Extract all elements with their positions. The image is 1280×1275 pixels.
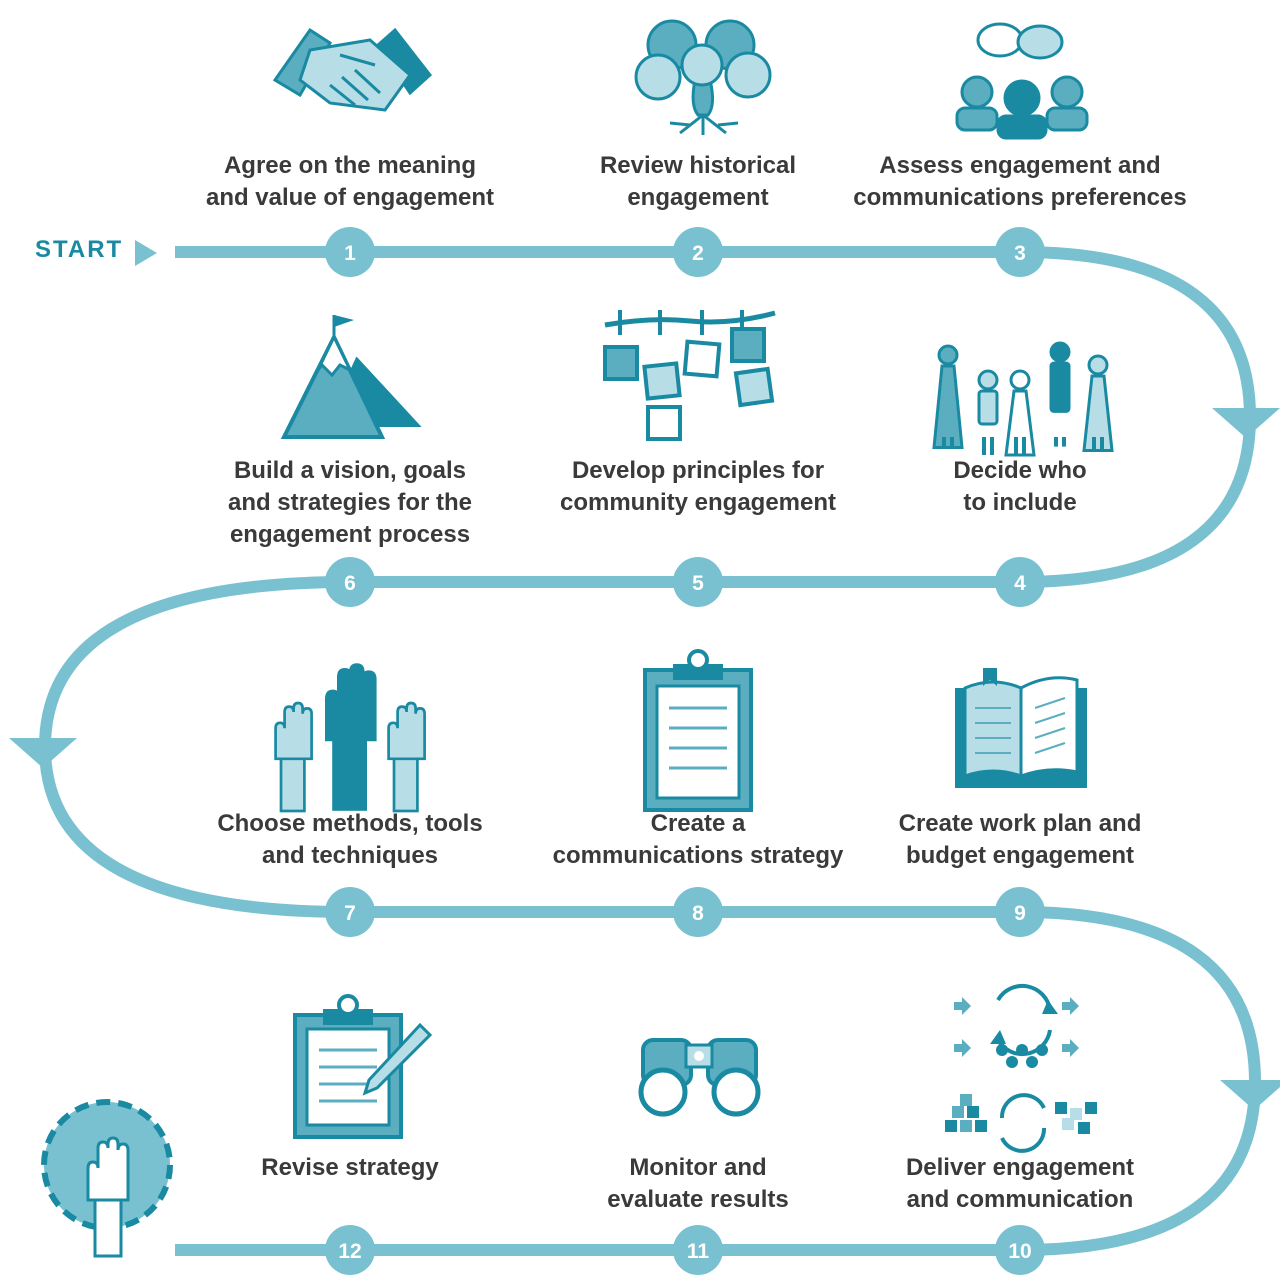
step-number: 6 xyxy=(344,572,356,595)
direction-arrow-icon xyxy=(9,738,77,768)
step-number: 10 xyxy=(1008,1240,1031,1263)
step-label-7: Choose methods, tools and techniques xyxy=(217,810,483,869)
step-number: 4 xyxy=(1014,572,1026,595)
step-node-2: 2 xyxy=(673,227,723,277)
step-node-3: 3 xyxy=(995,227,1045,277)
step-node-5: 5 xyxy=(673,557,723,607)
mountain-flag-icon xyxy=(280,315,422,439)
direction-arrow-icon xyxy=(1220,1080,1280,1110)
start-label: START xyxy=(35,236,124,263)
step-node-1: 1 xyxy=(325,227,375,277)
people-chat-icon xyxy=(955,22,1089,140)
step-node-9: 9 xyxy=(995,887,1045,937)
raised-hand-circle-icon xyxy=(41,1099,173,1258)
step-label-1: Agree on the meaning and value of engage… xyxy=(205,152,495,211)
step-number: 8 xyxy=(692,902,704,925)
step-node-12: 12 xyxy=(325,1225,375,1275)
sticky-notes-icon xyxy=(603,310,776,441)
raised-hands-icon xyxy=(274,663,426,813)
step-label-10: Deliver engagement and communication xyxy=(905,1154,1135,1213)
step-node-7: 7 xyxy=(325,887,375,937)
step-label-3: Assess engagement and communications pre… xyxy=(853,152,1187,211)
step-label-12: Revise strategy xyxy=(261,1154,439,1181)
step-label-8: Create a communications strategy xyxy=(552,810,844,869)
clipboard-pencil-icon xyxy=(293,994,433,1139)
open-book-icon xyxy=(955,668,1087,788)
direction-arrow-icon xyxy=(1212,408,1280,438)
step-node-6: 6 xyxy=(325,557,375,607)
step-number: 9 xyxy=(1014,902,1026,925)
step-label-5: Develop principles for community engagem… xyxy=(559,457,837,516)
step-number: 1 xyxy=(344,242,356,265)
step-label-11: Monitor and evaluate results xyxy=(607,1154,789,1213)
step-number: 7 xyxy=(344,902,356,925)
step-node-4: 4 xyxy=(995,557,1045,607)
binoculars-icon xyxy=(638,1038,761,1117)
step-number: 5 xyxy=(692,572,704,595)
process-cycle-icon xyxy=(945,983,1097,1153)
handshake-icon xyxy=(272,27,433,112)
step-node-11: 11 xyxy=(673,1225,723,1275)
clipboard-icon xyxy=(643,649,753,812)
step-number: 2 xyxy=(692,242,704,265)
step-number: 12 xyxy=(338,1240,361,1263)
step-number: 3 xyxy=(1014,242,1026,265)
step-node-8: 8 xyxy=(673,887,723,937)
step-node-10: 10 xyxy=(995,1225,1045,1275)
step-label-9: Create work plan and budget engagement xyxy=(898,810,1142,869)
tree-icon xyxy=(634,19,772,135)
step-label-6: Build a vision, goals and strategies for… xyxy=(227,457,473,548)
step-number: 11 xyxy=(687,1240,710,1263)
step-label-4: Decide who to include xyxy=(953,457,1087,516)
start-arrow-icon xyxy=(135,240,157,266)
step-label-2: Review historical engagement xyxy=(599,152,797,211)
family-icon xyxy=(932,341,1114,457)
